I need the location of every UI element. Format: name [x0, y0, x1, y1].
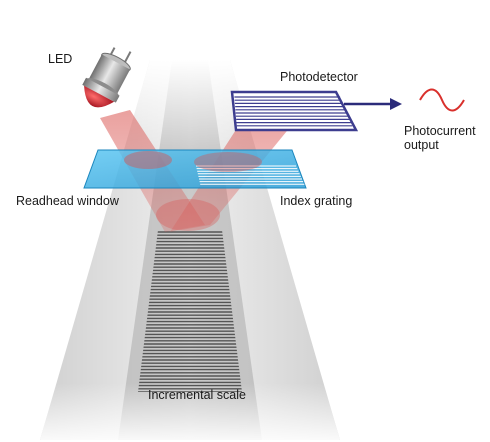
window-spot-right: [194, 152, 262, 172]
sine-wave-icon: [419, 88, 465, 112]
scale-band-fade: [40, 60, 340, 440]
photocurrent-output-label: Photocurrent output: [404, 124, 484, 152]
scale-track: [40, 60, 340, 440]
photocurrent-label-line1: Photocurrent: [404, 124, 476, 138]
photodetector: [230, 90, 359, 132]
photodetector-grating: [234, 96, 353, 127]
readhead-window: [83, 149, 307, 189]
photocurrent-label-line2: output: [404, 138, 439, 152]
photodetector-plate: [230, 90, 359, 132]
led-label: LED: [48, 52, 73, 66]
scale-light-spot: [156, 199, 220, 231]
arrow-right-icon: [344, 98, 402, 110]
index-grating: [196, 165, 305, 185]
led-emitter-icon: [82, 47, 132, 108]
index-grating-label: Index grating: [280, 194, 353, 208]
readhead-window-label: Readhead window: [16, 194, 119, 208]
photodetector-label: Photodetector: [280, 70, 358, 84]
incremental-scale-label: Incremental scale: [148, 388, 246, 402]
window-spot-left: [124, 151, 172, 169]
